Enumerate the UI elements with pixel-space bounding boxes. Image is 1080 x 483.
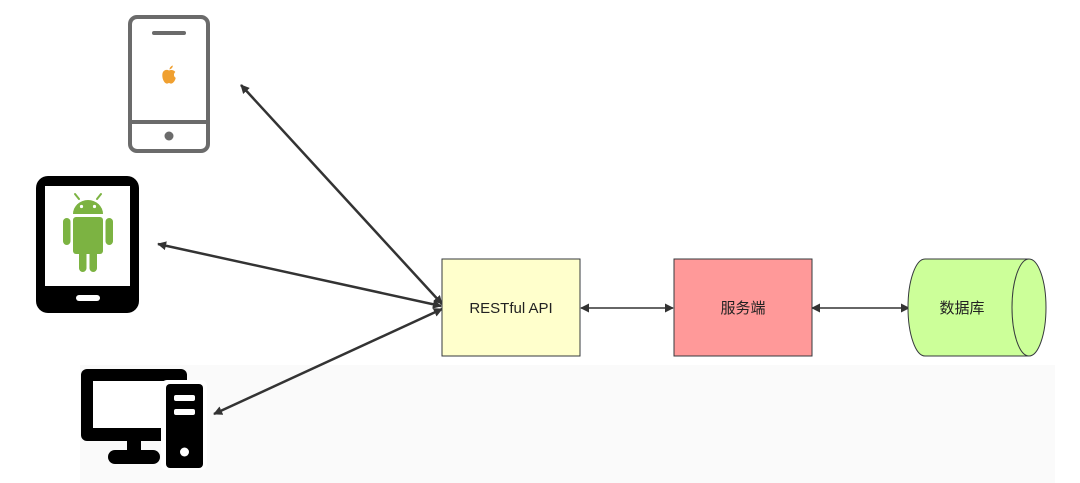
server-box bbox=[673, 258, 813, 357]
restful-api-node: RESTful API bbox=[441, 258, 581, 357]
database-label: 数据库 bbox=[939, 300, 984, 317]
background-band bbox=[80, 365, 1055, 483]
apple-logo-icon bbox=[162, 65, 176, 84]
android-robot-icon bbox=[63, 193, 113, 272]
android-tablet-icon bbox=[36, 176, 139, 313]
server-label: 服务端 bbox=[720, 300, 765, 317]
desktop-computer-icon bbox=[81, 369, 207, 470]
arrow-iphone-api bbox=[240, 84, 443, 305]
iphone-icon bbox=[128, 15, 210, 153]
arrow-desktop-api bbox=[213, 307, 443, 416]
arrow-android-api bbox=[157, 241, 442, 309]
server-node: 服务端 bbox=[673, 258, 813, 357]
restful-api-label: RESTful API bbox=[469, 300, 552, 317]
restful-api-box bbox=[441, 258, 581, 357]
database-cylinder-rim bbox=[1011, 258, 1030, 357]
database-node: 数据库 bbox=[907, 258, 1047, 357]
